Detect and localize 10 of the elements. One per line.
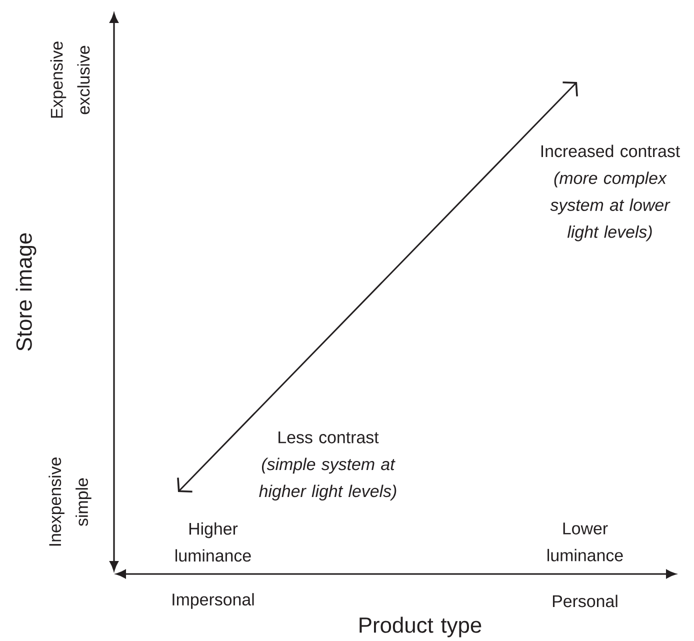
axis-end-label: Expensive exclusive: [50, 42, 90, 118]
scale-label: Higher luminance: [176, 522, 251, 562]
axis-end-label: Personal: [552, 594, 618, 608]
annotation-text: Increased contrast (more complex system at lower light levels): [541, 144, 680, 242]
annotation-text: Less contrast (simple system at higher light levels): [259, 432, 396, 500]
axis-title: Store image: [16, 233, 36, 351]
scale-label: Lower luminance: [548, 522, 623, 562]
axis-end-label: Impersonal: [172, 593, 254, 609]
axis-end-label: Inexpensive simple: [48, 458, 92, 546]
axis-title: Product type: [360, 616, 482, 638]
